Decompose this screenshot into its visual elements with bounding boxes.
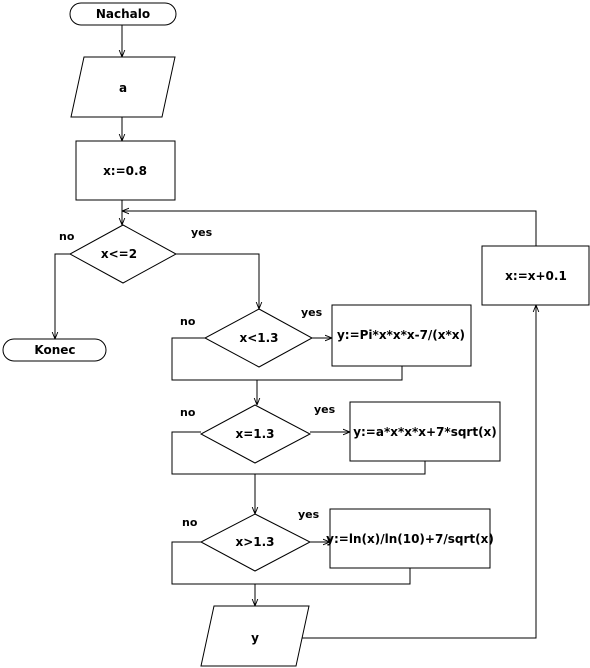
- decision-x-gt-1.3-label: x>1.3: [235, 535, 274, 549]
- terminator-start-label: Nachalo: [96, 7, 150, 21]
- process-init-x: x:=0.8: [75, 140, 176, 201]
- cond4-no-label: no: [182, 516, 198, 529]
- cond2-yes-label: yes: [301, 306, 323, 319]
- edge-increment-loop-back: [122, 211, 537, 246]
- decision-x-eq-1.3-label: x=1.3: [235, 427, 274, 441]
- process-calc-y1: y:=Pi*x*x*x-7/(x*x): [331, 304, 472, 367]
- process-calc-y1-label: y:=Pi*x*x*x-7/(x*x): [337, 328, 465, 342]
- edge-cond3-no-merge: [171, 431, 426, 475]
- process-calc-y2-label: y:=a*x*x*x+7*sqrt(x): [353, 425, 497, 439]
- cond1-no-label: no: [59, 230, 75, 243]
- io-output-y-label: y: [251, 631, 259, 645]
- io-output-y: y: [200, 605, 310, 667]
- terminator-end: Konec: [2, 338, 107, 362]
- process-calc-y2: y:=a*x*x*x+7*sqrt(x): [349, 401, 501, 462]
- edge-cond4-no-merge: [171, 541, 411, 585]
- process-init-x-label: x:=0.8: [103, 164, 147, 178]
- io-input-a: a: [70, 56, 176, 118]
- io-input-a-label: a: [119, 81, 127, 95]
- cond3-no-label: no: [180, 406, 196, 419]
- cond3-yes-label: yes: [314, 403, 336, 416]
- process-increment-x-label: x:=x+0.1: [505, 269, 567, 283]
- decision-x-lt-1.3: x<1.3: [203, 308, 314, 368]
- decision-x-le-2-label: x<=2: [101, 247, 137, 261]
- cond2-no-label: no: [180, 315, 196, 328]
- terminator-start: Nachalo: [69, 2, 177, 26]
- cond1-yes-label: yes: [191, 226, 213, 239]
- edges: [55, 25, 537, 639]
- edge-cond1-no-to-end: [55, 253, 70, 339]
- branch-labels: no yes no yes no yes no yes: [59, 226, 336, 529]
- edge-output-to-increment: [296, 305, 536, 639]
- decision-x-gt-1.3: x>1.3: [199, 513, 312, 572]
- edge-cond1-yes-to-cond2: [176, 253, 259, 309]
- decision-x-le-2: x<=2: [68, 224, 178, 284]
- edge-cond2-no-merge: [171, 337, 403, 381]
- process-calc-y3: y:=ln(x)/ln(10)+7/sqrt(x): [326, 508, 494, 569]
- decision-x-eq-1.3: x=1.3: [199, 404, 312, 464]
- decision-x-lt-1.3-label: x<1.3: [239, 331, 278, 345]
- process-calc-y3-label: y:=ln(x)/ln(10)+7/sqrt(x): [326, 532, 494, 546]
- terminator-end-label: Konec: [34, 343, 75, 357]
- cond4-yes-label: yes: [298, 508, 320, 521]
- process-increment-x: x:=x+0.1: [481, 245, 590, 306]
